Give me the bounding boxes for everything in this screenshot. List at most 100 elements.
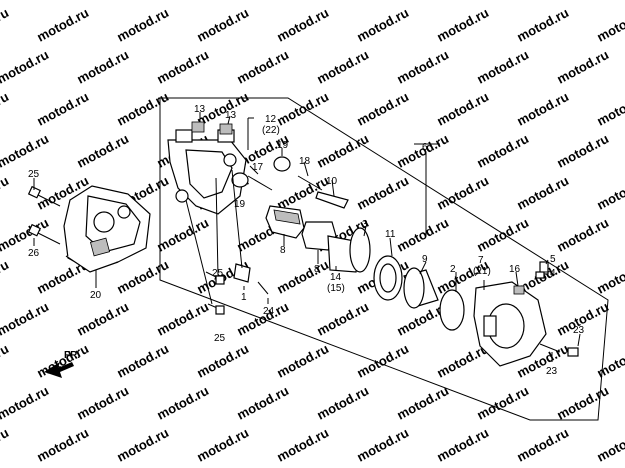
callout-7: 7	[478, 255, 484, 266]
watermark-text: motod.ru	[314, 131, 371, 171]
watermark-text: motod.ru	[554, 47, 611, 87]
watermark-text: motod.ru	[394, 0, 451, 3]
watermark-text: motod.ru	[354, 173, 411, 213]
watermark-text: motod.ru	[274, 425, 331, 465]
watermark-text: motod.ru	[594, 5, 625, 45]
watermark-text: motod.ru	[434, 5, 491, 45]
front-direction-label: FR.	[64, 350, 80, 361]
callout-14: 14	[330, 272, 342, 283]
watermark-text: motod.ru	[554, 383, 611, 423]
watermark-text: motod.ru	[594, 257, 625, 297]
watermark-text: motod.ru	[594, 89, 625, 129]
callout-7-alt: (21)	[473, 266, 491, 277]
watermark-text: motod.ru	[0, 215, 51, 255]
piston-seal-9	[403, 267, 439, 309]
callout-8: 8	[280, 245, 286, 256]
watermark-text: motod.ru	[274, 257, 331, 297]
watermark-text: motod.ru	[74, 299, 131, 339]
watermark-text: motod.ru	[74, 131, 131, 171]
watermark-text: motod.ru	[194, 341, 251, 381]
callout-3: 3	[362, 219, 368, 230]
watermark-text: motod.ru	[0, 383, 51, 423]
watermark-text: motod.ru	[154, 383, 211, 423]
caliper-body-7	[473, 281, 547, 367]
pin-18	[297, 175, 323, 191]
callout-14-alt: (15)	[327, 283, 345, 294]
watermark-text: motod.ru	[474, 0, 531, 3]
watermark-text: motod.ru	[314, 299, 371, 339]
watermark-text: motod.ru	[194, 5, 251, 45]
clip-1	[233, 263, 251, 283]
watermark-text: motod.ru	[354, 425, 411, 465]
callout-12: 12	[265, 114, 277, 125]
watermark-text: motod.ru	[0, 299, 51, 339]
pad-spring-13	[191, 121, 233, 135]
brake-pad-8b	[301, 221, 337, 251]
bolt-24	[257, 281, 269, 295]
callout-5: 5	[550, 254, 556, 265]
watermark-text: motod.ru	[234, 383, 291, 423]
bolt-25-lower	[207, 303, 225, 315]
watermark-text: motod.ru	[0, 173, 11, 213]
bolt-25-left	[27, 185, 61, 207]
watermark-text: motod.ru	[74, 0, 131, 3]
callout-25: 25	[28, 169, 40, 180]
ring-2	[439, 289, 465, 331]
callout-20: 20	[90, 290, 102, 301]
watermark-text: motod.ru	[394, 383, 451, 423]
watermark-text: motod.ru	[34, 89, 91, 129]
watermark-text: motod.ru	[514, 173, 571, 213]
dust-seal-3	[349, 227, 371, 273]
watermark-text: motod.ru	[34, 341, 91, 381]
watermark-text: motod.ru	[234, 0, 291, 3]
watermark-text: motod.ru	[394, 47, 451, 87]
watermark-text: motod.ru	[434, 425, 491, 465]
watermark-text: motod.ru	[34, 5, 91, 45]
watermark-text: motod.ru	[354, 5, 411, 45]
caliper-assembly-20	[63, 185, 151, 273]
callout-6: 6	[422, 142, 428, 153]
watermark-text: motod.ru	[354, 341, 411, 381]
watermark-text: motod.ru	[0, 0, 51, 3]
watermark-text: motod.ru	[154, 47, 211, 87]
leader-lines	[33, 112, 581, 362]
callout-19: 19	[277, 140, 289, 151]
watermark-text: motod.ru	[114, 341, 171, 381]
watermark-text: motod.ru	[0, 257, 11, 297]
watermark-text: motod.ru	[154, 215, 211, 255]
callout-25: 25	[212, 268, 224, 279]
watermark-text: motod.ru	[0, 47, 51, 87]
watermark-text: motod.ru	[474, 47, 531, 87]
callout-9: 9	[422, 254, 428, 265]
boot-19	[231, 156, 291, 188]
watermark-text: motod.ru	[0, 425, 11, 465]
watermark-text: motod.ru	[74, 47, 131, 87]
callout-8: 8	[314, 264, 320, 275]
callout-labels: 25 26 20 13 13 12 (22) 17 19 19 18 10 6 …	[28, 104, 585, 377]
watermark-text: motod.ru	[554, 215, 611, 255]
watermark-text: motod.ru	[514, 89, 571, 129]
brake-pad-8a	[265, 205, 305, 239]
watermark-text: motod.ru	[554, 0, 611, 3]
callout-1: 1	[241, 292, 247, 303]
watermark-text: motod.ru	[354, 89, 411, 129]
callout-2: 2	[450, 264, 456, 275]
watermark-text: motod.ru	[114, 5, 171, 45]
callout-23: 23	[546, 366, 558, 377]
bolt-23-a	[539, 343, 561, 353]
watermark-text: motod.ru	[274, 5, 331, 45]
watermark-text: motod.ru	[154, 299, 211, 339]
bolt-25-mid	[205, 271, 225, 285]
watermark-text: motod.ru	[274, 89, 331, 129]
watermark-text: motod.ru	[0, 5, 11, 45]
bleeder-16	[513, 285, 525, 295]
bleed-valve-4	[535, 261, 549, 279]
watermark-text: motod.ru	[154, 0, 211, 3]
watermark-text: motod.ru	[394, 215, 451, 255]
watermark-text: motod.ru	[0, 131, 51, 171]
callout-25: 25	[214, 333, 226, 344]
callout-23: 23	[573, 325, 585, 336]
watermark-text: motod.ru	[514, 5, 571, 45]
callout-13: 13	[194, 104, 206, 115]
